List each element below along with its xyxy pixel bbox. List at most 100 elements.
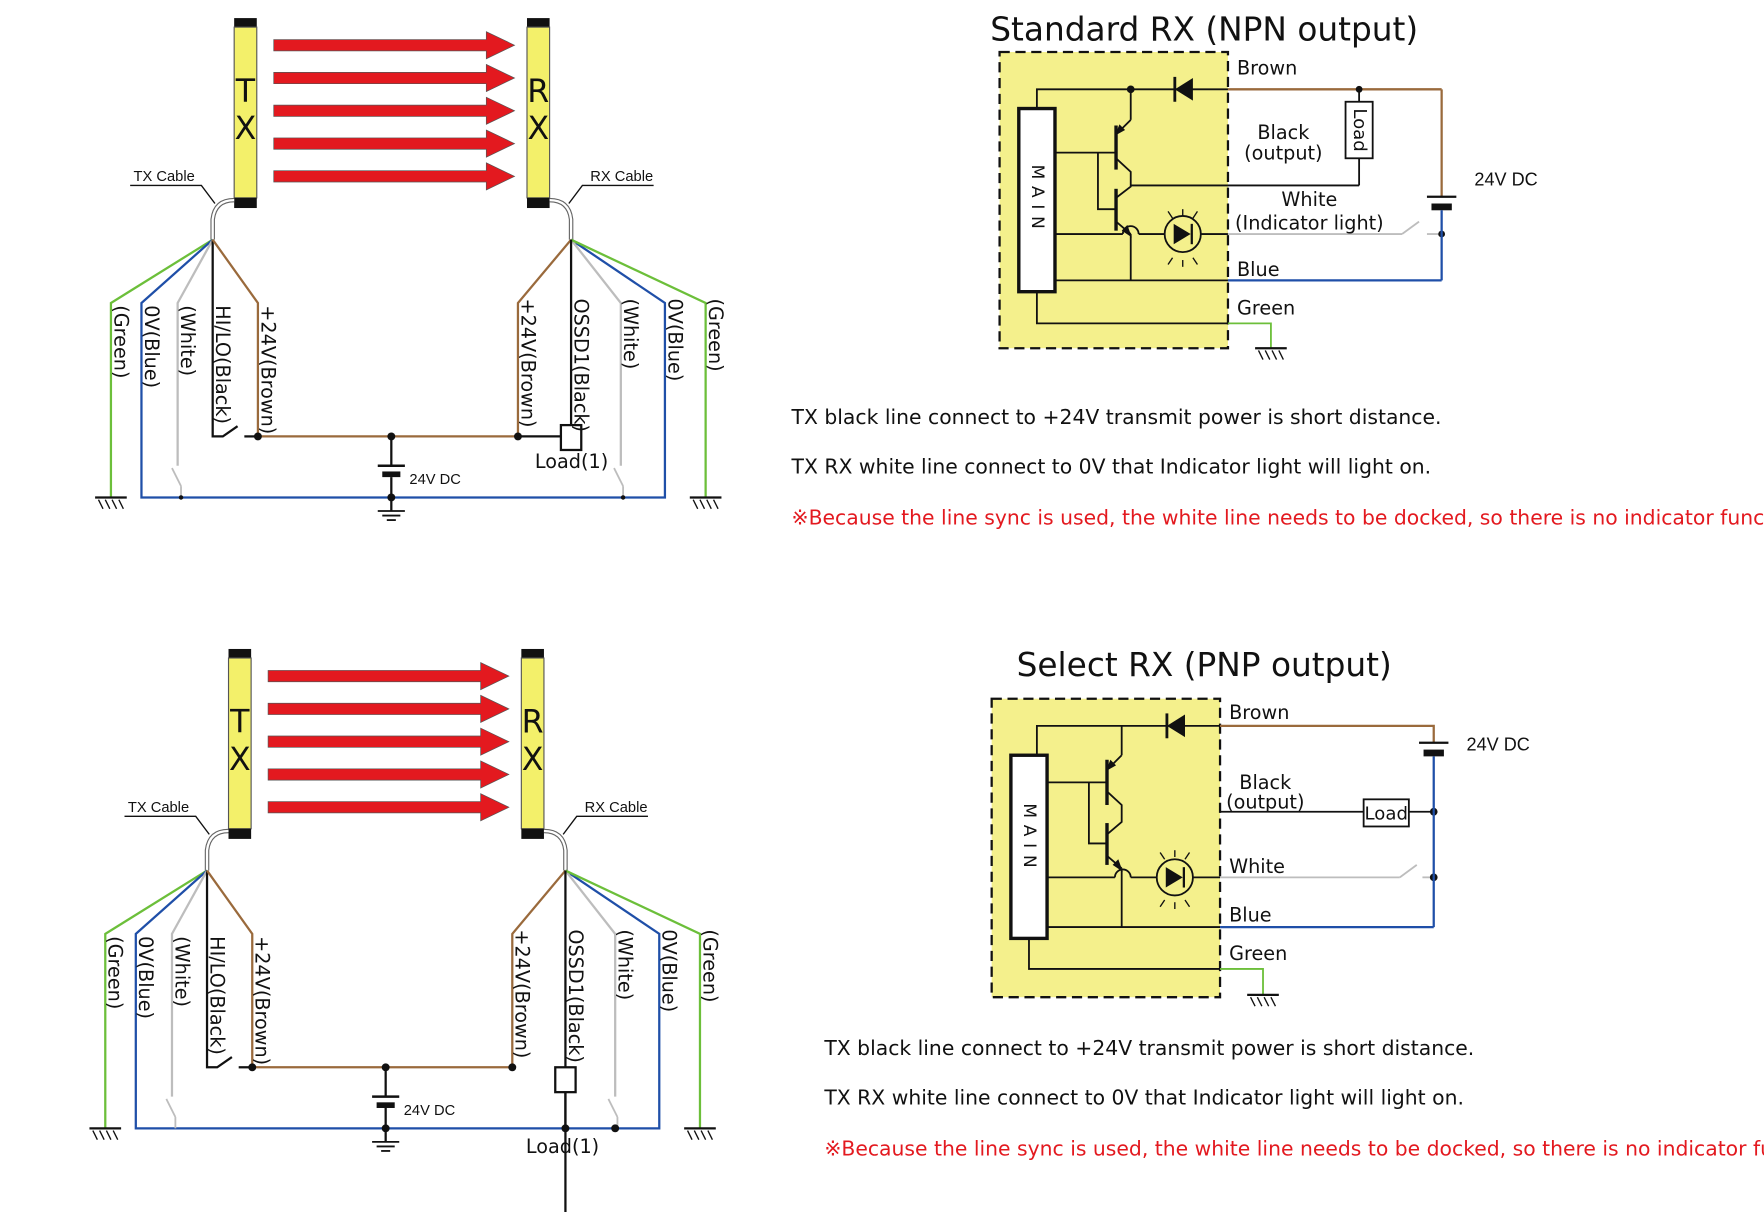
pnp-title: Select RX (PNP output) [1017,646,1392,684]
pnp-black-sublabel: (output) [1226,790,1304,813]
earth-ground-icon [377,510,405,521]
tx-wire-label: (Green) [104,936,127,1009]
rx-wire-label: +24V(Brown) [511,929,534,1058]
rx-wire-label: OSSD1(Black) [569,298,592,432]
pnp-brown-label: Brown [1229,701,1289,724]
pnp-main-block [1009,753,1049,941]
rx-wire-label: 0V(Blue) [663,298,686,381]
pnp-ground-icon [1247,993,1279,1007]
tx-green-wire [109,238,214,498]
rx-cable-label: RX Cable [585,800,648,816]
unit-letter: T [229,705,250,741]
unit-letter: R [527,74,549,110]
npn-white-sublabel: (Indicator light) [1235,212,1384,235]
tx-cable-label: TX Cable [128,800,189,816]
rx-receiver-bar: RX [520,648,545,839]
rx-wire-label: (White) [614,929,637,1000]
rx-white-switch [607,1098,619,1118]
npn-main-label: MAIN [1028,165,1048,236]
note-top-2: TX RX white line connect to 0V that Indi… [791,455,1432,479]
tx-white-wire [176,239,214,466]
pnp-load-label: Load [1365,804,1408,825]
unit-letter: T [235,74,256,110]
npn-black-label: Black [1257,121,1310,144]
ground-icon [689,496,722,510]
rx-wire-label: (Green) [704,298,727,371]
tx-cable-core [211,198,235,240]
pnp-black-label: Black [1239,771,1292,794]
npn-load-label: Load [1349,108,1370,151]
rx-cable-label: RX Cable [590,169,653,185]
tx-cable-leader [124,815,210,835]
junction-dot [253,432,262,441]
ground-icon [95,496,127,510]
battery-plate-neg [382,471,401,478]
light-beam-arrow [267,793,510,822]
rx-wire-label: OSSD1(Black) [564,929,587,1063]
unit-letter: X [527,111,549,147]
notes-top: TX black line connect to +24V transmit p… [791,405,1764,530]
junction-dot [620,495,626,500]
tx-black-wire [211,239,239,438]
npn-output-schematic: Standard RX (NPN output) MAIN Load [990,11,1538,360]
junction-dot [248,1063,257,1072]
rx-cable-leader [568,184,654,204]
rx-receiver-bar: RX [526,18,551,209]
light-beam-arrow [273,63,516,93]
light-beam-arrow [267,694,510,723]
supply-label: 24V DC [404,1103,456,1119]
rx-cable-core [549,198,573,240]
note-top-warning: ※Because the line sync is used, the whit… [792,506,1764,530]
tx-wire-label: 0V(Blue) [140,305,163,388]
tx-wire-label: (White) [170,936,193,1007]
tx-wire-label: (Green) [109,305,132,378]
pnp-diode-icon [1166,714,1185,738]
pnp-load [1362,798,1410,828]
battery-plate-neg [376,1102,395,1108]
tx-wire-label: +24V(Brown) [251,936,274,1065]
rx-cable-leader [562,815,648,835]
unit-letter: X [229,742,251,778]
tx-emitter-bar: TX [227,648,252,839]
light-beam-arrow [273,31,516,60]
rx-green-wire [570,238,707,498]
note-top-1: TX black line connect to +24V transmit p… [791,405,1442,429]
unit-letter: X [522,742,544,778]
tx-white-wire [170,870,209,1097]
npn-green-label: Green [1237,296,1295,319]
pnp-green-label: Green [1229,942,1287,965]
light-beam-arrow [267,760,510,789]
tx-wire-label: +24V(Brown) [256,305,279,434]
light-beam-arrow [273,162,516,191]
tx-wire-label: HI/LO(Black) [205,936,228,1055]
tx-white-switch [171,467,182,487]
rx-white-wire [570,238,622,466]
pnp-blue-label: Blue [1229,903,1272,926]
pnp-main-label: MAIN [1020,803,1040,874]
light-beam-arrow [273,96,516,125]
tx-wire-label: HI/LO(Black) [211,305,234,424]
npn-diode-icon [1174,78,1193,101]
rx-white-wire [564,869,617,1097]
light-beam-arrow [273,129,516,158]
light-beam-arrow [267,727,510,756]
rx-wire-label: 0V(Blue) [658,929,681,1012]
junction-dot [611,1124,620,1133]
note-bottom-2: TX RX white line connect to 0V that Indi… [823,1086,1464,1110]
tx-cable-core [205,829,229,871]
tx-wire-label: (White) [176,305,199,376]
rx-cable-core [543,829,567,871]
npn-supply-label: 24V DC [1474,169,1537,189]
rx-green-wire [564,869,702,1129]
unit-letter: X [235,111,257,147]
junction-dot [178,495,184,500]
junction-dot [508,1063,517,1072]
light-beam-arrow [267,661,510,691]
unit-letter: R [522,705,544,741]
blue-0v-wire [140,238,667,499]
tx-cable-label: TX Cable [134,169,195,185]
rx-white-switch [613,467,624,487]
